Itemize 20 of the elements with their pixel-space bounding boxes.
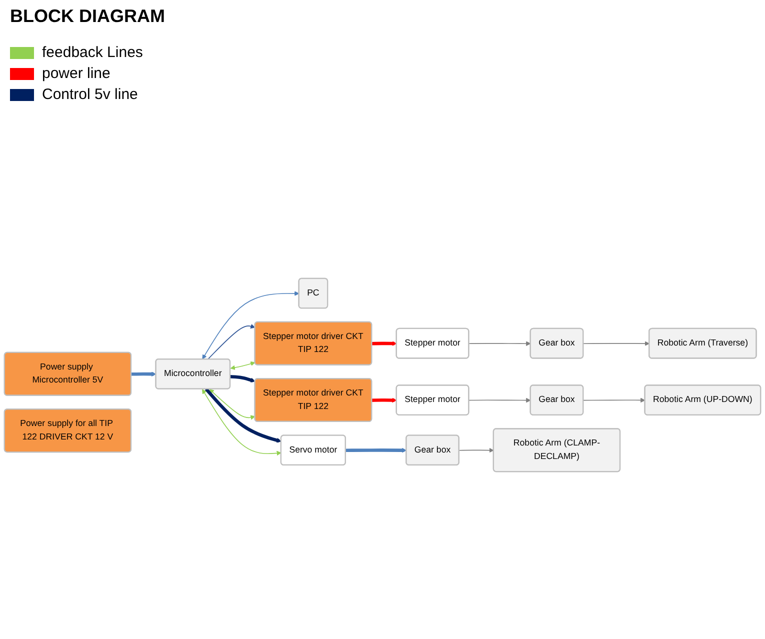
arrow xyxy=(207,324,256,360)
arrow xyxy=(458,448,494,453)
arrow xyxy=(468,341,531,346)
arrow xyxy=(202,389,282,456)
legend-label: feedback Lines xyxy=(42,44,143,61)
arrow xyxy=(346,448,407,453)
arrow xyxy=(209,388,256,420)
arrow xyxy=(230,375,256,382)
legend-label: power line xyxy=(42,65,110,82)
arrow xyxy=(230,361,256,370)
diagram-title: BLOCK DIAGRAM xyxy=(10,6,165,27)
arrow xyxy=(372,398,397,403)
arrow xyxy=(468,398,531,403)
arrow xyxy=(202,291,300,360)
arrow xyxy=(582,398,646,403)
arrow xyxy=(372,341,397,346)
arrow xyxy=(582,341,650,346)
arrow xyxy=(131,372,156,376)
arrow xyxy=(204,388,282,443)
legend-label: Control 5v line xyxy=(42,86,138,103)
